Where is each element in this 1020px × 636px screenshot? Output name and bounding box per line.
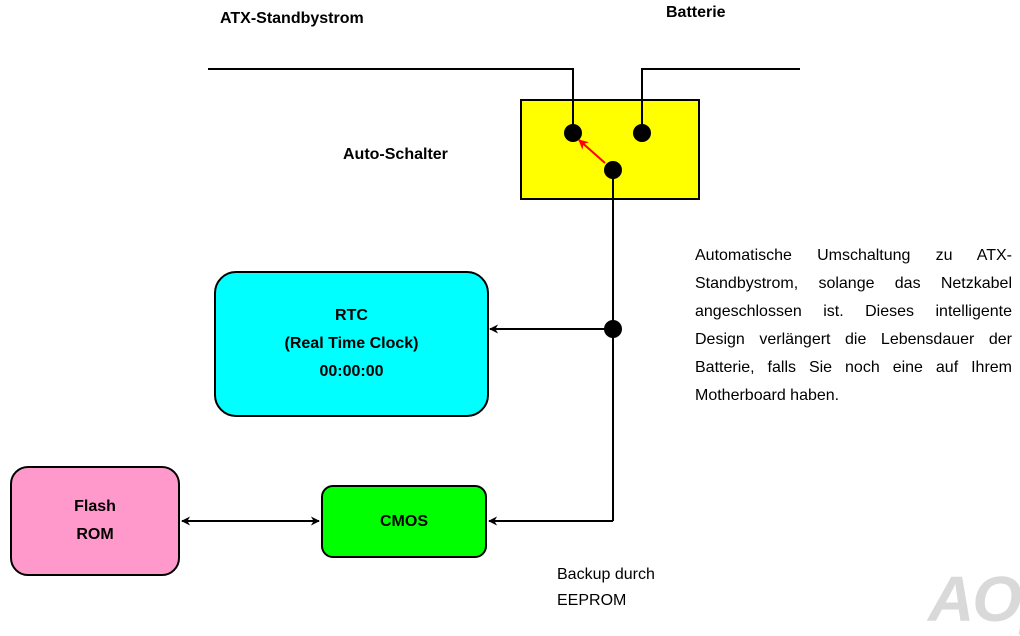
atx-contact-dot	[564, 124, 582, 142]
battery-contact-dot	[633, 124, 651, 142]
flash-rom-line2: ROM	[76, 526, 114, 543]
atx-standby-label: ATX-Standbystrom	[220, 10, 364, 27]
description-text: Automatische Umschaltung zu ATX-Standbys…	[695, 247, 1012, 404]
cmos-box: CMOS	[321, 485, 487, 558]
rtc-subtitle: (Real Time Clock)	[284, 335, 419, 352]
auto-switch-box	[520, 99, 700, 200]
auto-switch-label: Auto-Schalter	[343, 146, 448, 163]
switch-arrow	[578, 139, 606, 164]
flash-rom-line1: Flash	[74, 498, 116, 515]
cmos-label: CMOS	[380, 512, 428, 530]
rtc-time: 00:00:00	[319, 363, 384, 380]
rtc-title: RTC	[335, 307, 368, 324]
wiring-diagram	[181, 68, 800, 526]
atx-standby-wire	[208, 68, 574, 132]
battery-wire	[641, 68, 800, 132]
rtc-box: RTC (Real Time Clock) 00:00:00	[214, 271, 489, 417]
brand-logo: AOp	[928, 563, 1020, 635]
battery-label: Batterie	[666, 4, 726, 21]
backup-line2: EEPROM	[557, 592, 627, 609]
backup-note: Backup durch EEPROM	[557, 562, 655, 614]
flash-rom-box: Flash ROM	[10, 466, 180, 576]
backup-line1: Backup durch	[557, 566, 655, 583]
